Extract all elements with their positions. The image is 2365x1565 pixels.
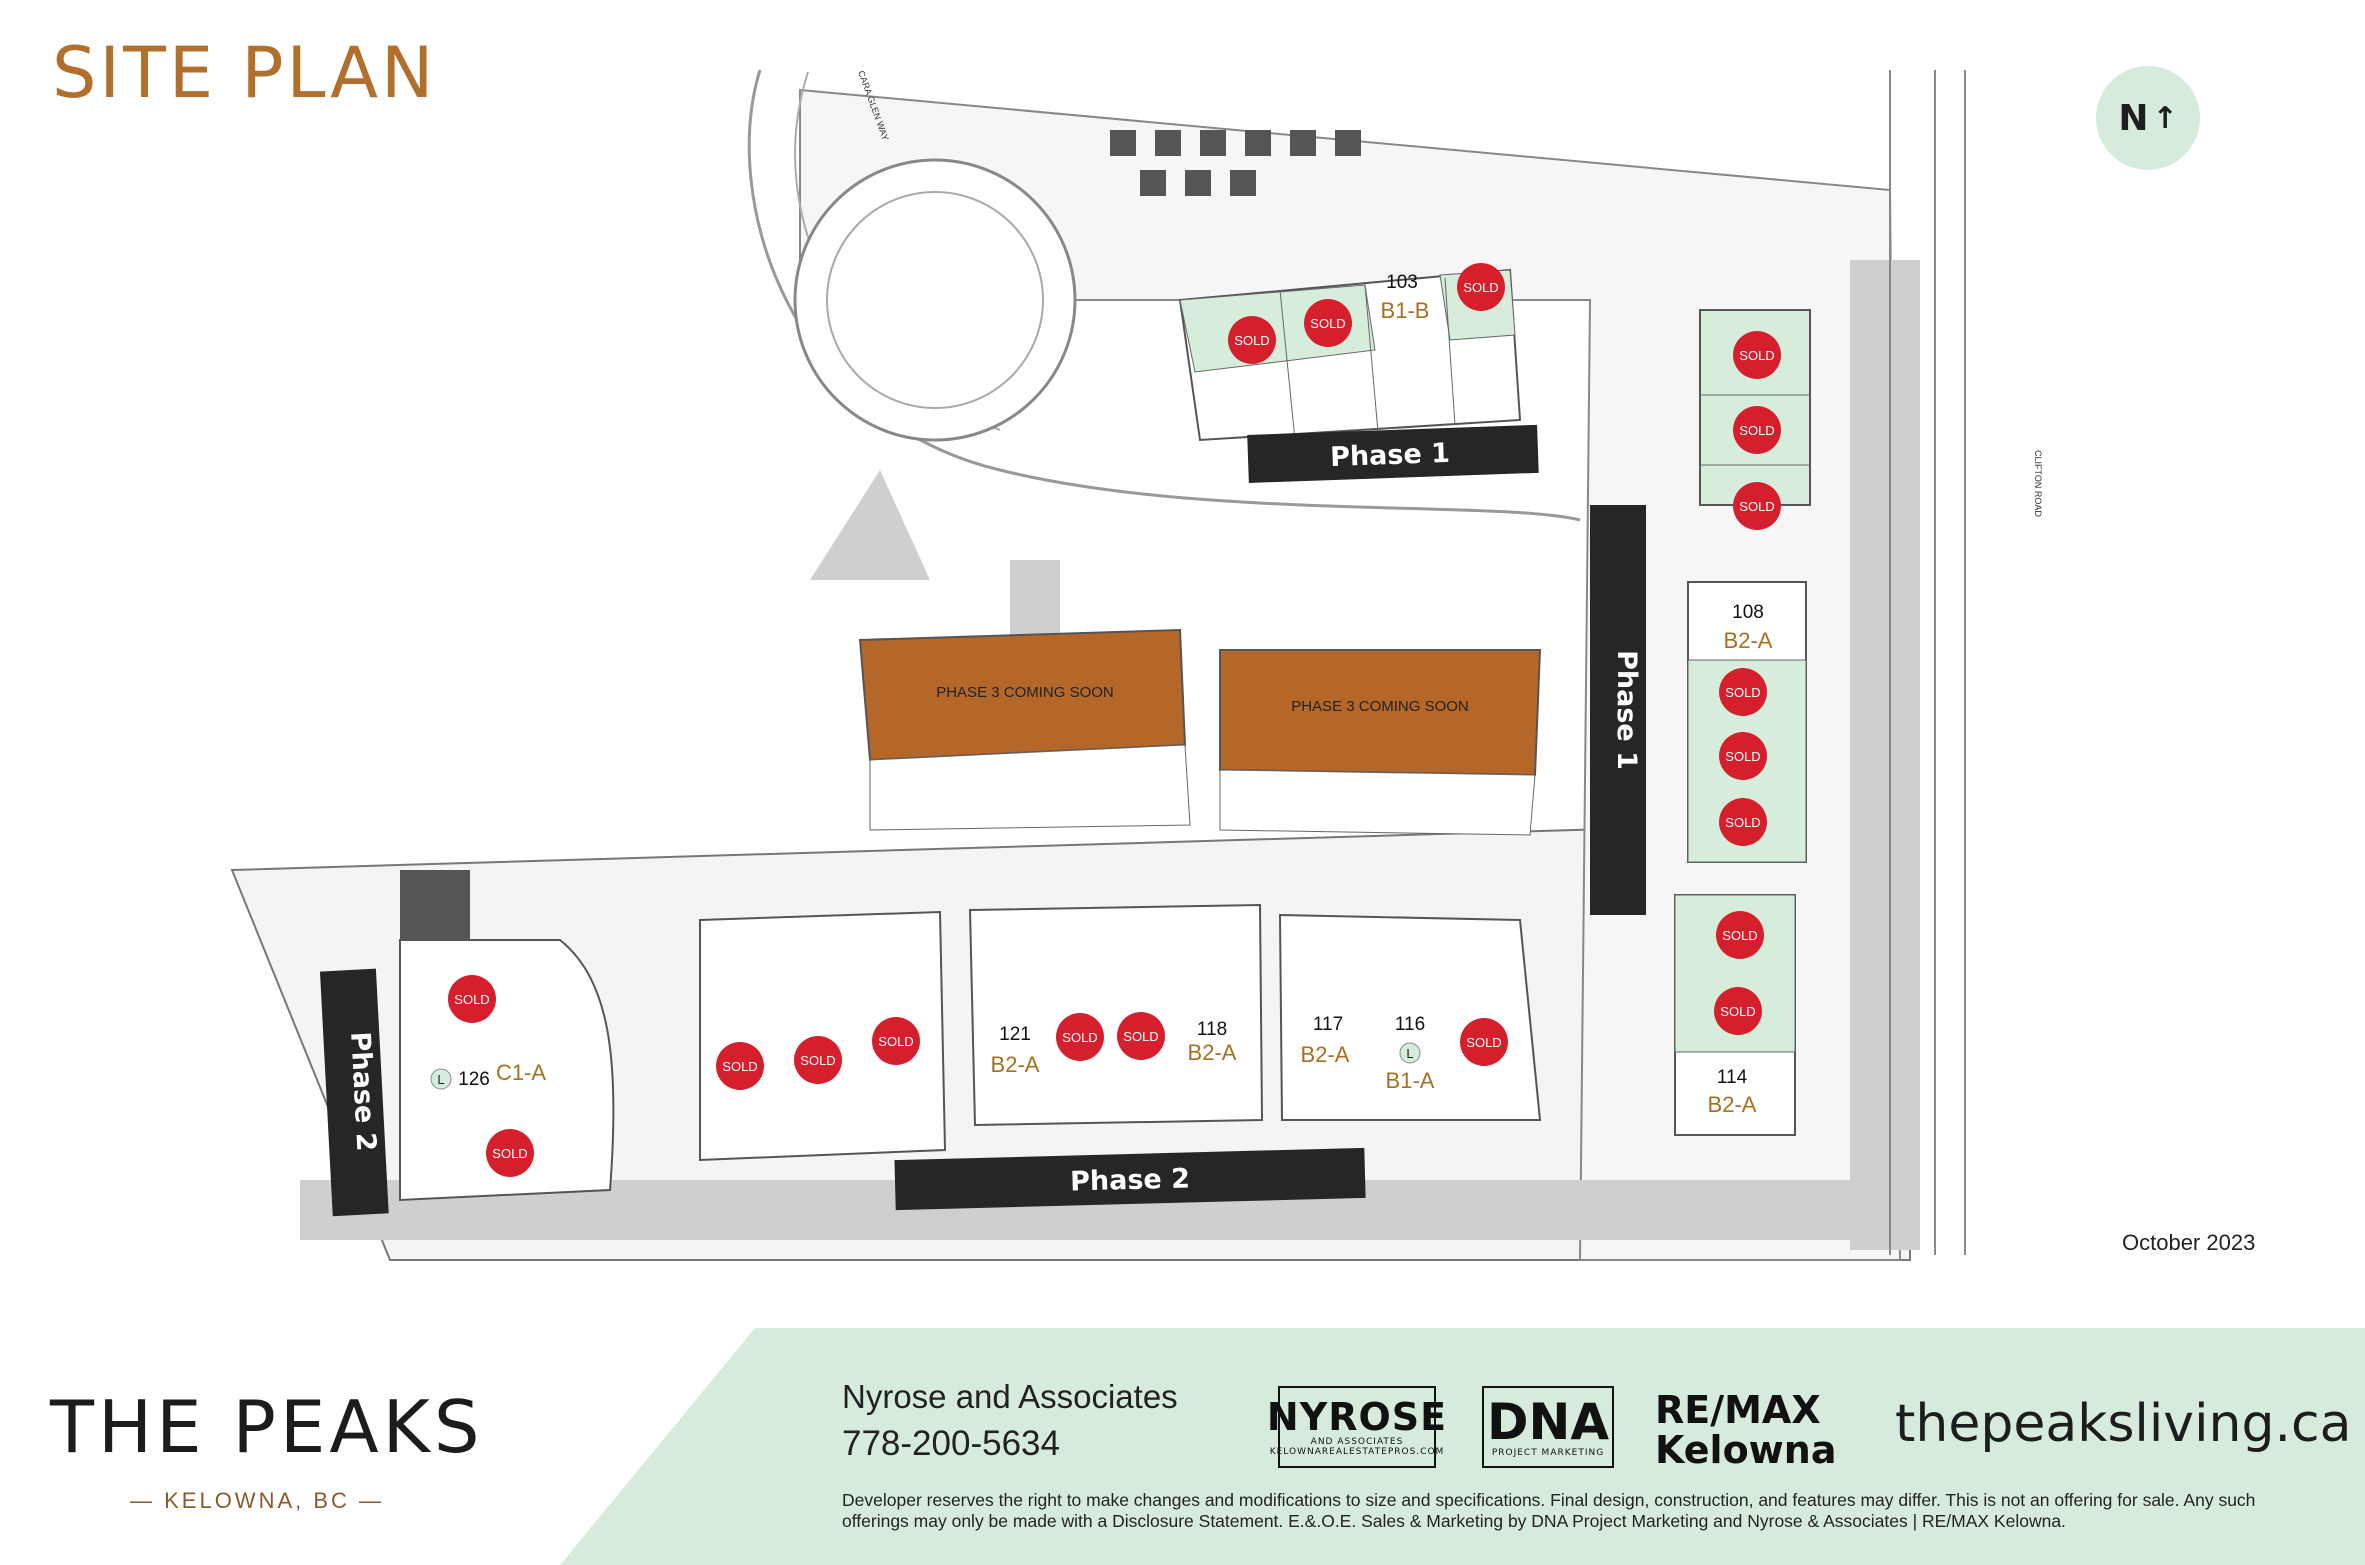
phase3-label-right: PHASE 3 COMING SOON: [1291, 698, 1469, 715]
sold-marker: SOLD: [1457, 263, 1505, 311]
svg-text:Phase 2: Phase 2: [344, 1031, 381, 1152]
sold-marker: SOLD: [1719, 732, 1767, 780]
nyrose-logo-url: KELOWNAREALESTATEPROS.COM: [1269, 1447, 1445, 1457]
sold-label: SOLD: [1739, 423, 1774, 438]
sold-marker: SOLD: [1733, 406, 1781, 454]
unit-117-type: B2-A: [1301, 1042, 1350, 1067]
remax-logo-line1: RE/MAX: [1655, 1388, 1821, 1432]
sold-marker: SOLD: [794, 1036, 842, 1084]
sold-label: SOLD: [1725, 749, 1760, 764]
dna-logo-text: DNA: [1486, 1393, 1610, 1451]
sold-label: SOLD: [1720, 1004, 1755, 1019]
agent-name: Nyrose and Associates: [842, 1378, 1178, 1415]
phase-banners: Phase 1 Phase 1 Phase 2 Phase 2: [319, 424, 1646, 1217]
l-badge-icon: L: [1399, 1042, 1421, 1064]
disclaimer-text: Developer reserves the right to make cha…: [842, 1490, 2256, 1531]
unit-118-type: B2-A: [1188, 1040, 1237, 1065]
svg-text:L: L: [1406, 1046, 1413, 1061]
svg-text:L: L: [437, 1072, 444, 1087]
unit-126-type: C1-A: [496, 1060, 546, 1085]
sold-label: SOLD: [1463, 280, 1498, 295]
website-link[interactable]: thepeaksliving.ca: [1895, 1394, 2352, 1454]
remax-logo: RE/MAX Kelowna: [1655, 1390, 1836, 1470]
dna-logo-sub: PROJECT MARKETING: [1491, 1448, 1605, 1458]
brand-logo: THE PEAKS: [50, 1385, 484, 1469]
unit-121-number: 121: [999, 1024, 1031, 1045]
sold-marker: SOLD: [1733, 482, 1781, 530]
sold-marker: SOLD: [1117, 1012, 1165, 1060]
sold-marker: SOLD: [1714, 987, 1762, 1035]
sold-label: SOLD: [1062, 1030, 1097, 1045]
clifton-road: [1889, 70, 1966, 1255]
sold-marker: SOLD: [1056, 1013, 1104, 1061]
unit-121-type: B2-A: [991, 1052, 1040, 1077]
nyrose-logo-sub: AND ASSOCIATES: [1310, 1437, 1404, 1447]
unit-114-type: B2-A: [1708, 1092, 1757, 1117]
phase2-south-banner: Phase 2: [894, 1147, 1366, 1211]
sold-marker: SOLD: [486, 1129, 534, 1177]
sold-label: SOLD: [722, 1059, 757, 1074]
sold-marker: SOLD: [1733, 331, 1781, 379]
unit-108-type: B2-A: [1724, 628, 1773, 653]
sold-marker: SOLD: [1719, 668, 1767, 716]
sold-label: SOLD: [1310, 316, 1345, 331]
sold-marker: SOLD: [1719, 798, 1767, 846]
unit-114-number: 114: [1717, 1067, 1748, 1088]
unit-103-number: 103: [1386, 272, 1418, 293]
sold-marker: SOLD: [872, 1017, 920, 1065]
plan-date: October 2023: [2122, 1230, 2256, 1255]
north-label: N: [2118, 97, 2149, 139]
phase2-west-banner: Phase 2: [319, 968, 389, 1217]
phase3-label-left: PHASE 3 COMING SOON: [936, 684, 1114, 701]
site-plan-map: CLIFTON ROAD CARA GLEN WAY: [230, 69, 2043, 1261]
north-arrow-icon: N↑: [2096, 66, 2200, 170]
svg-text:Phase 1: Phase 1: [1330, 438, 1451, 473]
agent-phone: 778-200-5634: [842, 1424, 1060, 1463]
sold-marker: SOLD: [1304, 299, 1352, 347]
sold-marker: SOLD: [1228, 316, 1276, 364]
unit-126-number: 126: [458, 1069, 490, 1090]
l-badge-icon: L: [430, 1068, 452, 1090]
unit-labels: 103 B1-B 108 B2-A 114 B2-A 116 B1-A 117 …: [458, 272, 1773, 1117]
svg-text:Phase 1: Phase 1: [1611, 650, 1642, 770]
sold-markers: SOLD SOLD SOLD SOLD SOLD SOLD SOLD SOLD SOLD SOLD…: [448, 263, 1781, 1177]
street-clifton: CLIFTON ROAD: [2033, 450, 2043, 517]
nyrose-logo-text: NYROSE: [1266, 1395, 1448, 1439]
sold-label: SOLD: [1725, 685, 1760, 700]
sold-label: SOLD: [1739, 499, 1774, 514]
unit-118-number: 118: [1197, 1019, 1227, 1040]
unit-117-number: 117: [1313, 1014, 1343, 1035]
unit-108-number: 108: [1732, 602, 1764, 623]
sold-label: SOLD: [1725, 815, 1760, 830]
sold-label: SOLD: [492, 1146, 527, 1161]
sold-label: SOLD: [878, 1034, 913, 1049]
parking-stalls: [1110, 130, 1361, 196]
footer-background: [560, 1328, 2365, 1565]
page-title: SITE PLAN: [52, 32, 437, 114]
dna-logo: DNA PROJECT MARKETING: [1482, 1386, 1614, 1468]
svg-text:Phase 2: Phase 2: [1070, 1163, 1191, 1197]
phase1-east-banner: Phase 1: [1590, 505, 1646, 915]
phase1-north-banner: Phase 1: [1247, 424, 1539, 483]
sold-marker: SOLD: [448, 975, 496, 1023]
sold-label: SOLD: [1466, 1035, 1501, 1050]
nyrose-logo: NYROSE AND ASSOCIATES KELOWNAREALESTATEP…: [1267, 1386, 1446, 1468]
phase3-buildings: [858, 628, 1542, 836]
sold-label: SOLD: [1722, 928, 1757, 943]
sold-label: SOLD: [1739, 348, 1774, 363]
unit-103-type: B1-B: [1381, 298, 1430, 323]
sold-label: SOLD: [1234, 333, 1269, 348]
brand-location: — KELOWNA, BC —: [130, 1488, 385, 1513]
unit-116-number: 116: [1395, 1014, 1425, 1035]
sold-marker: SOLD: [1460, 1018, 1508, 1066]
unit-116-type: B1-A: [1386, 1068, 1435, 1093]
sold-label: SOLD: [454, 992, 489, 1007]
remax-logo-line2: Kelowna: [1655, 1428, 1837, 1472]
sold-marker: SOLD: [716, 1042, 764, 1090]
sold-marker: SOLD: [1716, 911, 1764, 959]
sold-label: SOLD: [1123, 1029, 1158, 1044]
sold-label: SOLD: [800, 1053, 835, 1068]
